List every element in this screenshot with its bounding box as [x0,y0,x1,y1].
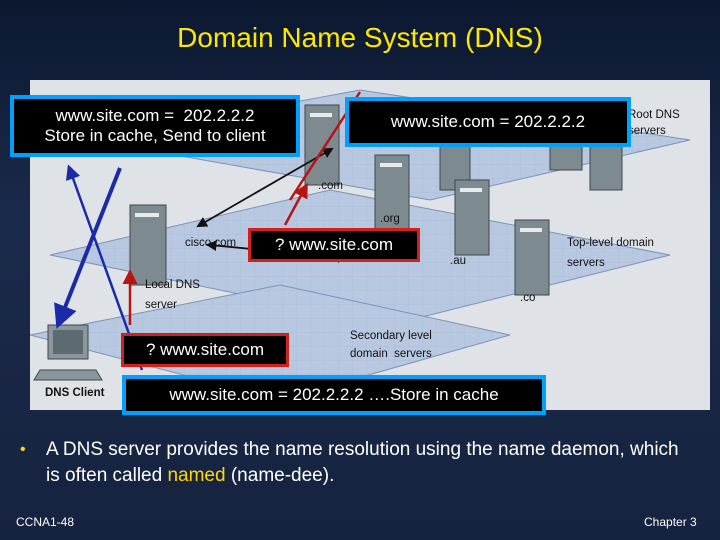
bullet-text: A DNS server provides the name resolutio… [46,439,679,486]
com-label: .com [318,180,343,192]
arrow-com-query [283,182,308,226]
dns-client-label: DNS Client [45,387,105,399]
server-org [374,154,410,231]
callout-query-lower: ? www.site.com [121,333,289,367]
callout-root-answer: www.site.com = 202.2.2.2 [345,97,631,147]
footer-left: CCNA1-48 [16,515,75,529]
arrow-client-response [54,167,122,329]
arrow-local-com [196,147,334,228]
root-dns-label: Root DNS servers [628,109,680,137]
server-cisco [129,204,167,286]
footer-right: Chapter 3 [644,515,697,529]
slide-title: Domain Name System (DNS) [177,22,543,53]
computer-icon [33,324,103,381]
org-label: .org [380,213,400,225]
named-highlight: named [167,465,226,486]
au-label: .au [450,255,466,267]
cisco-label: cisco.com [185,237,237,249]
secondary-label: Secondary level domain servers [350,330,432,360]
co-label: .co [520,292,536,304]
callout-cache-send: www.site.com = 202.2.2.2 Store in cache,… [10,95,300,157]
server-com [304,104,340,186]
callout-query-middle: ? www.site.com [248,228,420,262]
server-co [514,219,550,296]
callout-store-cache: www.site.com = 202.2.2.2 ….Store in cach… [122,375,546,415]
top-level-label: Top-level domain servers [567,237,654,269]
local-dns-label: Local DNS server [145,279,200,311]
bullet-icon: • [20,441,26,458]
server-au [454,179,490,256]
